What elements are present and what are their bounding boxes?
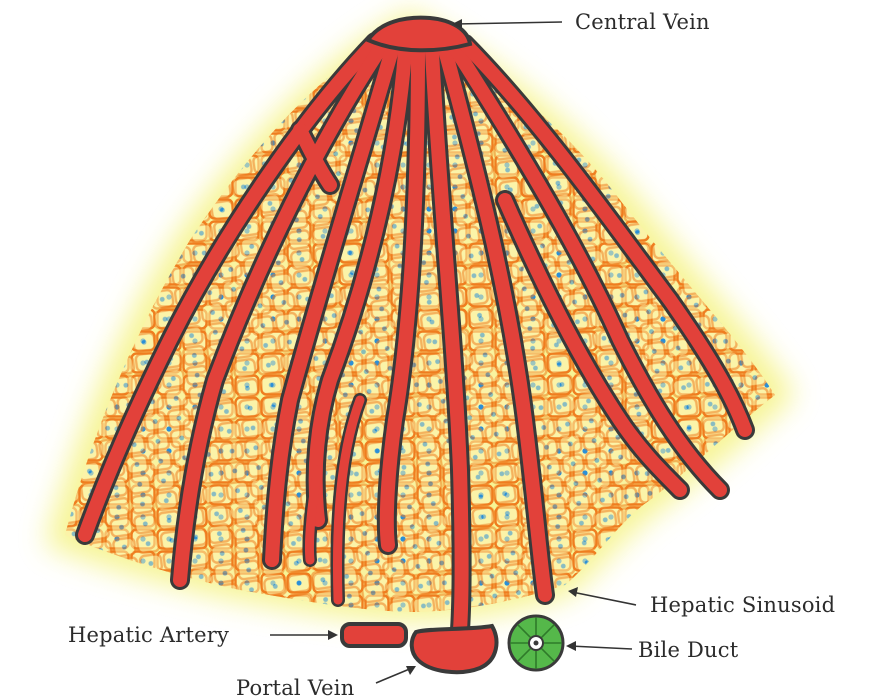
hepatic-artery-label: Hepatic Artery: [68, 623, 229, 647]
central-vein-label: Central Vein: [575, 10, 710, 34]
portal-vein-label: Portal Vein: [236, 676, 354, 700]
hepatic-artery: [342, 624, 406, 646]
portal-vein: [412, 626, 497, 672]
central-vein: [368, 18, 470, 51]
hepatic-sinusoid-label: Hepatic Sinusoid: [650, 593, 835, 617]
bile-duct-label: Bile Duct: [638, 638, 739, 662]
bile-duct: [509, 616, 563, 670]
